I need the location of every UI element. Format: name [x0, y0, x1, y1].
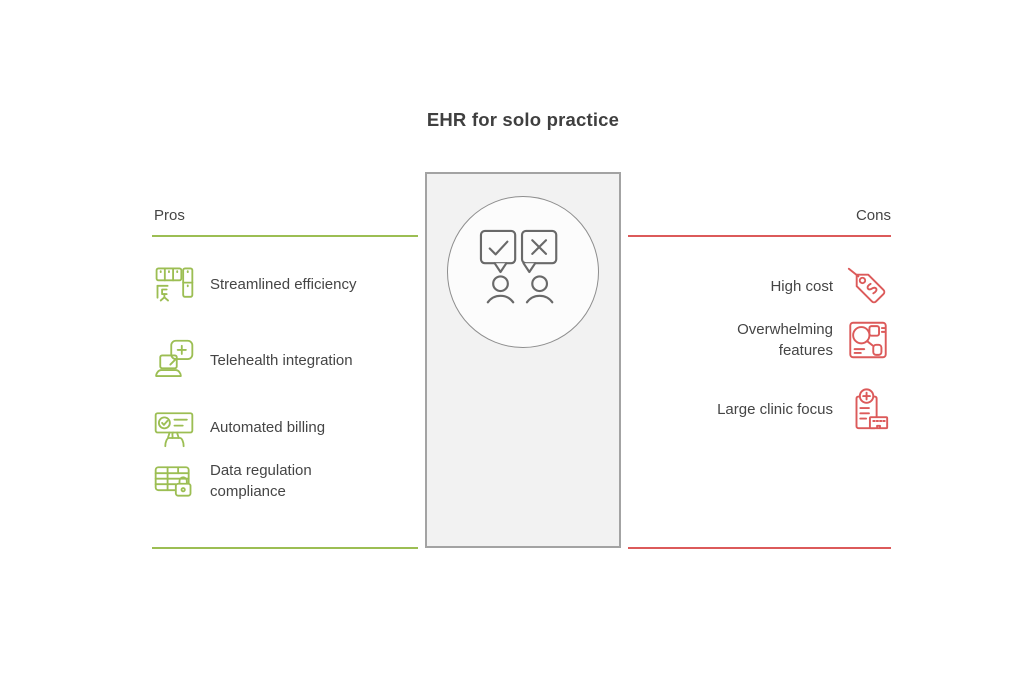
list-item-automated-billing: Automated billing	[152, 402, 418, 452]
features-overload-icon	[849, 321, 887, 359]
cons-bottom-rule	[628, 547, 891, 549]
pros-bottom-rule	[152, 547, 418, 549]
list-item-overwhelming-features: Overwhelming features	[628, 314, 891, 366]
center-circle	[447, 196, 599, 348]
data-lock-icon	[154, 466, 192, 497]
page-title: EHR for solo practice	[426, 109, 620, 130]
pros-column: Pros Streamlined efficiency	[152, 0, 418, 675]
approve-reject-people-icon	[479, 229, 558, 304]
list-item-label: Overwhelming features	[737, 321, 833, 359]
cons-heading: Cons	[855, 207, 891, 224]
list-item-streamlined-efficiency: Streamlined efficiency	[152, 260, 418, 308]
list-item-label: High cost	[770, 277, 833, 295]
list-item-telehealth-integration: Telehealth integration	[152, 331, 418, 389]
list-item-data-regulation-compliance: Data regulation compliance	[152, 454, 418, 508]
list-item-label: Automated billing	[210, 418, 326, 436]
pros-top-rule	[152, 235, 418, 237]
clinic-building-icon	[855, 388, 889, 430]
price-tag-icon	[847, 267, 886, 304]
list-item-label: Streamlined efficiency	[210, 275, 357, 293]
cons-column: Cons High cost Overwhelming features	[628, 0, 891, 675]
list-item-high-cost: High cost	[628, 262, 891, 310]
list-item-label: Telehealth integration	[210, 351, 353, 369]
list-item-label: Data regulation compliance	[210, 462, 312, 500]
list-item-label: Large clinic focus	[717, 400, 833, 418]
list-item-large-clinic-focus: Large clinic focus	[628, 384, 891, 434]
workspace-icon	[155, 267, 194, 302]
billing-icon	[154, 412, 194, 448]
center-panel	[425, 172, 621, 548]
cons-top-rule	[628, 235, 891, 237]
pros-heading: Pros	[154, 207, 185, 224]
telehealth-icon	[155, 339, 194, 377]
